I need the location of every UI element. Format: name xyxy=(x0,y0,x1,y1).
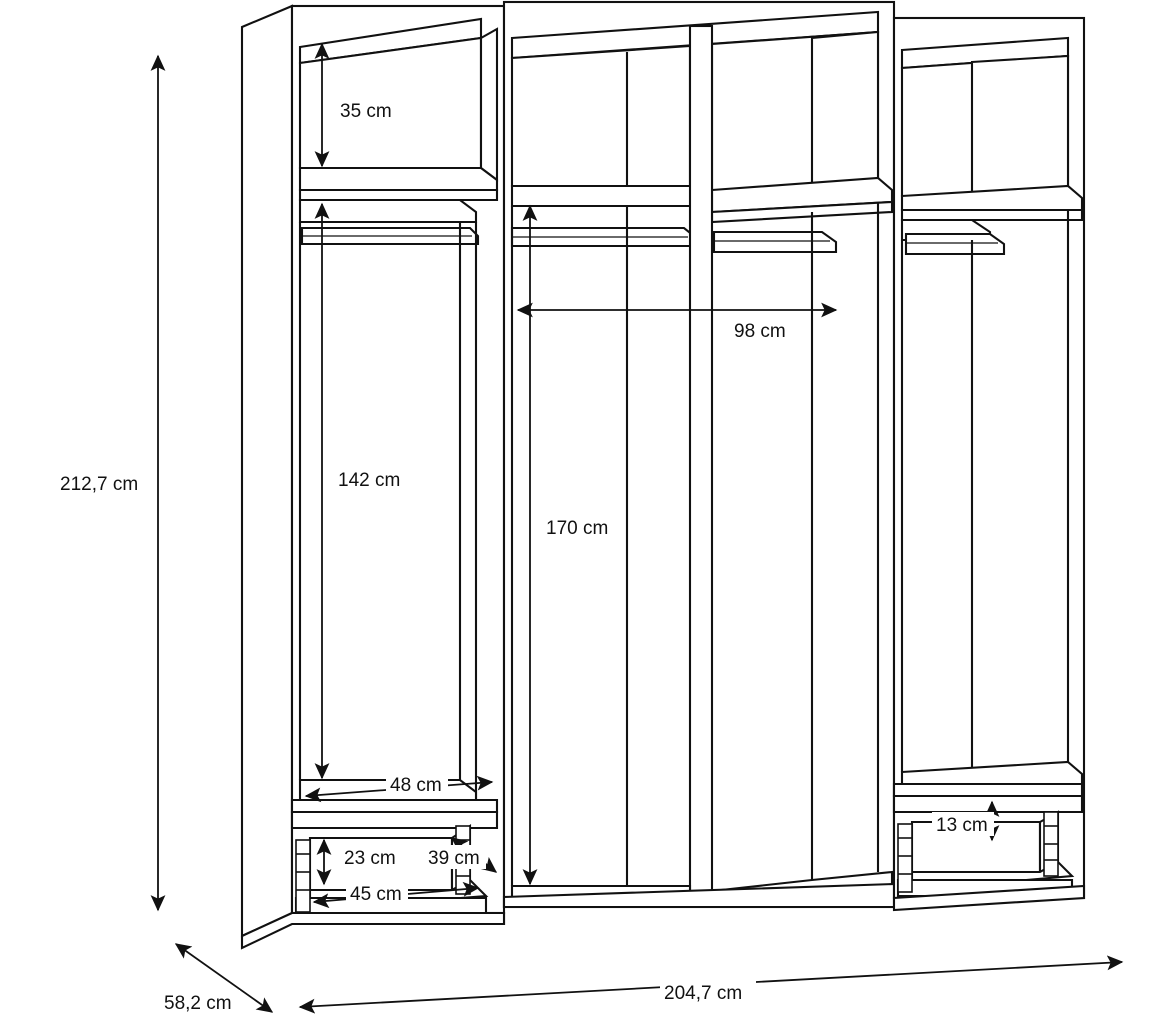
left-shelf-ledge xyxy=(298,198,478,224)
dim-depth-line xyxy=(174,943,274,1013)
left-side-panel xyxy=(240,4,294,938)
dimension-labels: 212,7 cm 35 cm 142 cm 48 cm 170 cm 98 cm… xyxy=(52,98,994,1014)
label-drawer-height: 23 cm xyxy=(344,848,396,869)
left-plinth-perspective xyxy=(240,911,506,950)
label-bg-top-shelf xyxy=(336,98,398,122)
middle-right-top-side xyxy=(810,30,880,198)
right-bottom-shelf xyxy=(900,760,1084,786)
label-bg-drawer-depth xyxy=(424,845,486,869)
middle-center-divider xyxy=(688,24,714,893)
left-bottom-shelf-face xyxy=(290,798,499,814)
middle-right-hanging-rail xyxy=(712,230,838,254)
label-bg-hanging-left xyxy=(334,467,412,491)
right-top-cavity-side xyxy=(970,54,1070,204)
right-bottom-shelf-face xyxy=(892,782,1084,798)
label-hanging-left: 142 cm xyxy=(338,470,400,491)
right-plinth xyxy=(892,884,1086,912)
middle-left-shelf xyxy=(510,184,702,208)
label-drawer-width: 45 cm xyxy=(350,884,402,905)
label-top-shelf: 35 cm xyxy=(340,101,392,122)
left-upper-shelf xyxy=(298,166,499,192)
left-upper-shelf-face xyxy=(298,188,499,202)
left-top-right-wall xyxy=(479,27,499,183)
label-bg-drawer-height xyxy=(340,845,402,869)
label-depth: 58,2 cm xyxy=(164,993,232,1014)
label-drawer-depth: 39 cm xyxy=(428,848,480,869)
right-shelf-front xyxy=(900,208,1084,222)
label-open-width-mid: 98 cm xyxy=(734,321,786,342)
label-bg-drawer-height-right xyxy=(932,812,994,836)
label-bg-overall-height xyxy=(52,470,152,496)
left-drawer-top-rail xyxy=(290,810,499,830)
right-drawer-top-rail xyxy=(892,794,1084,814)
middle-left-top-cavity xyxy=(510,44,692,188)
label-overall-width: 204,7 cm xyxy=(664,983,742,1004)
label-drawer-height-right: 13 cm xyxy=(936,815,988,836)
label-bg-overall-width xyxy=(660,980,756,1004)
label-bg-shelf-width-left xyxy=(386,773,448,797)
right-shelf xyxy=(900,184,1084,212)
right-hanging-rail xyxy=(904,232,1006,256)
label-bg-open-width-mid xyxy=(730,318,792,342)
label-overall-height: 212,7 cm xyxy=(60,474,138,495)
right-drawer-runners xyxy=(897,811,1059,893)
label-bg-drawer-width xyxy=(346,881,408,905)
label-bg-depth xyxy=(160,990,240,1014)
label-bg-open-height-mid xyxy=(542,515,620,539)
label-shelf-width-left: 48 cm xyxy=(390,775,442,796)
label-open-height-mid: 170 cm xyxy=(546,518,608,539)
